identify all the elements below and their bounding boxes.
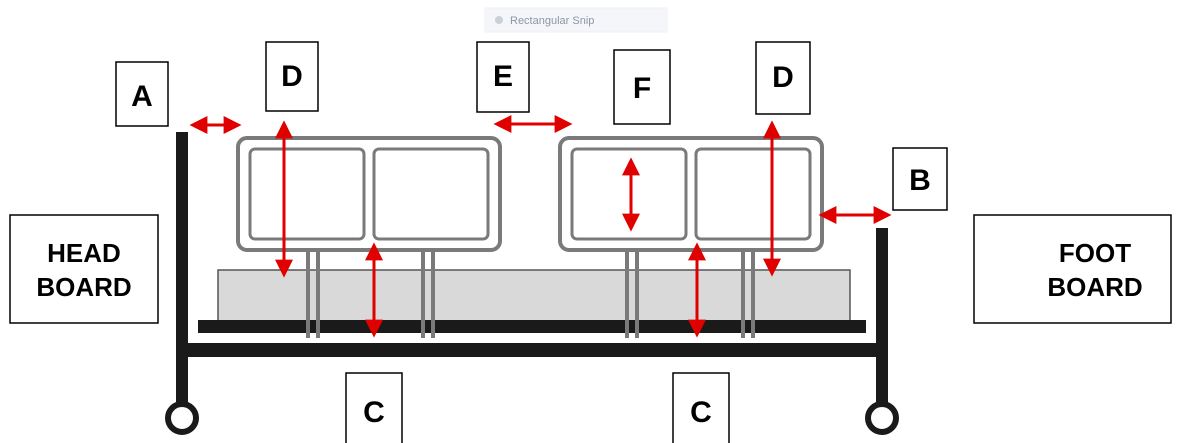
label-e: E bbox=[493, 60, 513, 93]
foot-caster-icon bbox=[865, 401, 899, 435]
snip-tooltip: Rectangular Snip bbox=[484, 7, 668, 33]
frame-rail bbox=[176, 343, 888, 357]
foot-board-box: FOOT BOARD bbox=[973, 214, 1172, 324]
right-side-rail bbox=[558, 136, 824, 338]
label-c-right: C bbox=[690, 396, 712, 429]
head-board-box: HEAD BOARD bbox=[9, 214, 159, 324]
foot-board-line1: FOOT bbox=[1059, 238, 1131, 268]
label-c-left: C bbox=[363, 396, 385, 429]
label-e-box: E bbox=[476, 41, 530, 113]
label-a-box: A bbox=[115, 61, 169, 127]
label-b: B bbox=[909, 164, 931, 197]
foot-post bbox=[876, 228, 888, 402]
label-c1-box: C bbox=[345, 372, 403, 443]
head-caster-icon bbox=[165, 401, 199, 435]
head-board-line2: BOARD bbox=[36, 272, 131, 302]
head-board-line1: HEAD bbox=[47, 238, 121, 268]
label-d2-box: D bbox=[755, 41, 811, 115]
bed-base bbox=[198, 320, 866, 333]
mattress bbox=[217, 269, 851, 323]
label-b-box: B bbox=[892, 147, 948, 211]
label-f-box: F bbox=[613, 49, 671, 125]
measurement-arrows bbox=[189, 115, 892, 338]
label-a: A bbox=[131, 80, 153, 113]
snip-tooltip-text: Rectangular Snip bbox=[510, 15, 594, 27]
head-post bbox=[176, 132, 188, 402]
label-d1-box: D bbox=[265, 41, 319, 112]
label-d-left: D bbox=[281, 60, 303, 93]
label-d-right: D bbox=[772, 61, 794, 94]
label-f: F bbox=[633, 72, 651, 105]
bed-frame bbox=[176, 132, 888, 402]
left-side-rail bbox=[236, 136, 502, 338]
foot-board-line2: BOARD bbox=[1047, 272, 1142, 302]
label-c2-box: C bbox=[672, 372, 730, 443]
